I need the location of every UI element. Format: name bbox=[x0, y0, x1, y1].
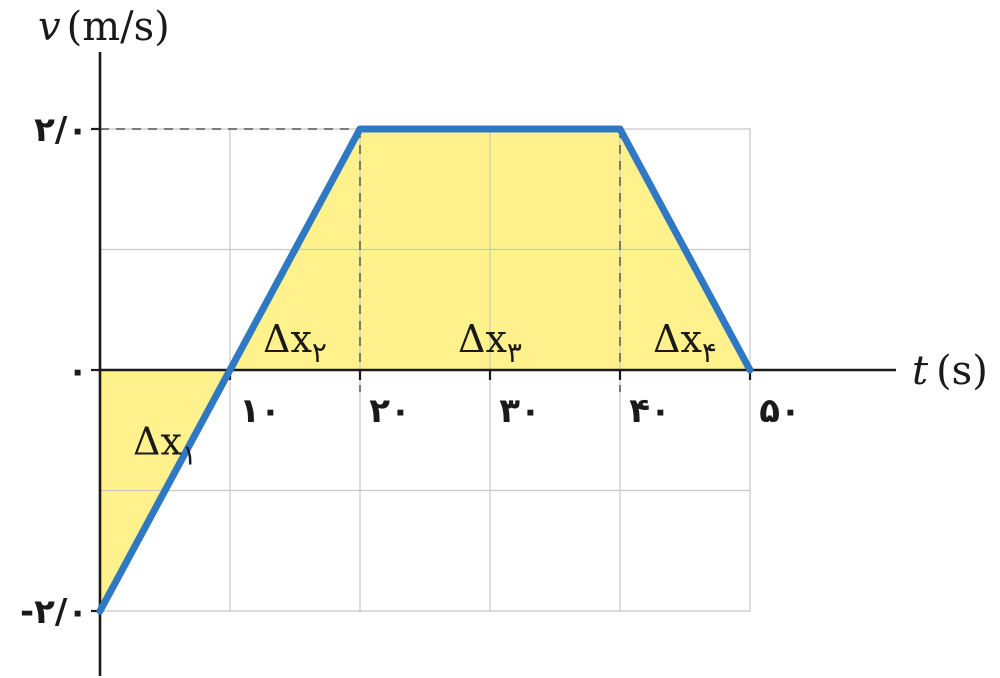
dashed-guides-layer bbox=[100, 128, 621, 392]
area-label-2: Δx۲ bbox=[263, 317, 327, 369]
y-tick-label: ۰ bbox=[67, 351, 88, 391]
area-label-1: Δx۱ bbox=[133, 419, 197, 471]
y-tick-label: -۲/۰ bbox=[20, 592, 88, 632]
x-tick-label: ۵۰ bbox=[759, 391, 801, 431]
y-axis-title: v(m/s) bbox=[38, 4, 170, 50]
x-axis-symbol: t bbox=[912, 348, 929, 394]
area-label-subscript: ۴ bbox=[702, 336, 717, 369]
area-label-3: Δx۳ bbox=[458, 317, 522, 369]
area-label-subscript: ۲ bbox=[312, 336, 327, 369]
x-axis-unit: (s) bbox=[936, 348, 988, 394]
y-axis-symbol: v bbox=[38, 4, 61, 50]
y-tick-label: ۲/۰ bbox=[34, 110, 88, 150]
x-tick-label: ۳۰ bbox=[499, 391, 541, 431]
area-label-main: Δx bbox=[653, 317, 702, 361]
area-label-subscript: ۳ bbox=[507, 336, 522, 369]
area-label-main: Δx bbox=[458, 317, 507, 361]
area-label-main: Δx bbox=[133, 419, 182, 463]
x-tick-label: ۲۰ bbox=[369, 391, 411, 431]
x-tick-label: ۱۰ bbox=[239, 391, 281, 431]
area-label-main: Δx bbox=[263, 317, 312, 361]
area-label-4: Δx۴ bbox=[653, 317, 717, 369]
x-axis-title: t(s) bbox=[912, 348, 988, 394]
y-axis-unit: (m/s) bbox=[67, 4, 170, 50]
area-label-subscript: ۱ bbox=[182, 438, 197, 471]
x-tick-label: ۴۰ bbox=[629, 391, 671, 431]
tick-labels-layer: ۱۰ ۲۰ ۳۰ ۴۰ ۵۰ -۲/۰ ۰ ۲/۰ bbox=[20, 110, 801, 632]
velocity-line-layer bbox=[96, 125, 754, 615]
